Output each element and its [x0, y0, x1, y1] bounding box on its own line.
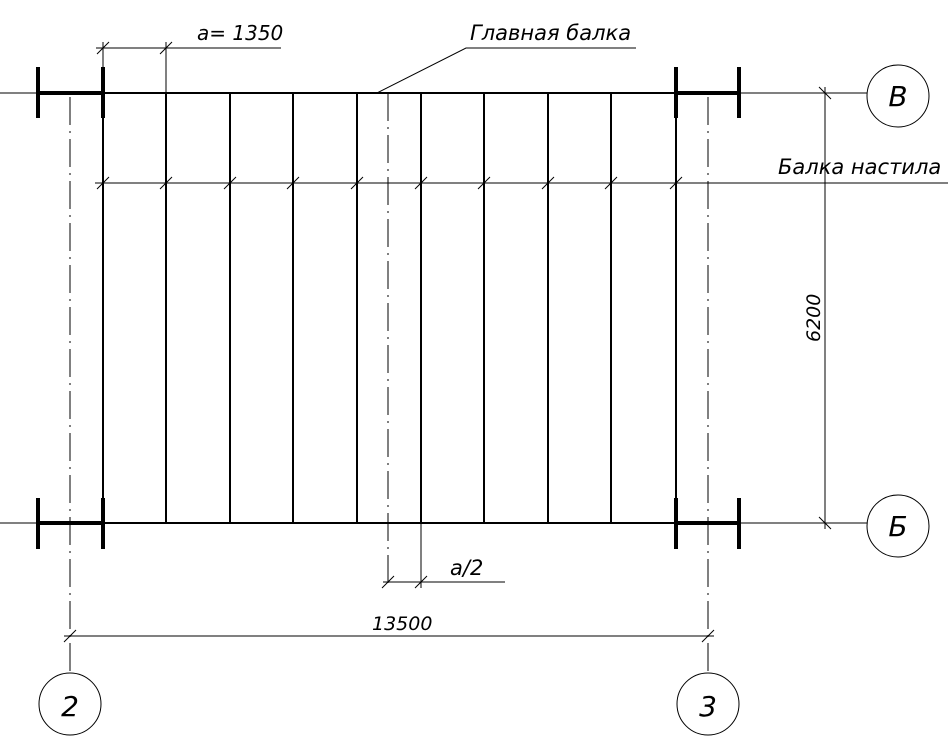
svg-text:В: В [888, 80, 907, 113]
dim-tick [159, 176, 173, 190]
axis-bubble-3: 3 [676, 672, 740, 736]
span-dim-label: 13500 [372, 613, 432, 635]
axis-bubble-b: Б [866, 494, 930, 558]
deck-beams [102, 93, 677, 523]
axis-bubble-2: 2 [38, 672, 102, 736]
dim-tick [477, 176, 491, 190]
dim-tick [604, 176, 618, 190]
main-beam-label: Главная балка [470, 21, 631, 45]
svg-text:2: 2 [61, 690, 79, 723]
axis-bubble-v: В [866, 64, 930, 128]
dim-tick [414, 176, 428, 190]
dim-tick [350, 176, 364, 190]
svg-text:3: 3 [699, 690, 717, 723]
dim-tick [669, 176, 683, 190]
dim-tick [286, 176, 300, 190]
dim-tick [541, 176, 555, 190]
deck-beam-label: Балка настила [778, 155, 941, 179]
svg-text:Б: Б [888, 510, 907, 543]
dim-tick [96, 176, 110, 190]
half-spacing-label: a/2 [450, 556, 483, 580]
dim-tick [223, 176, 237, 190]
bay-dim-label: 6200 [803, 294, 825, 342]
deck-beam-ticks [96, 176, 683, 190]
spacing-label: a= 1350 [197, 21, 283, 45]
main-beam-leader [376, 47, 636, 94]
